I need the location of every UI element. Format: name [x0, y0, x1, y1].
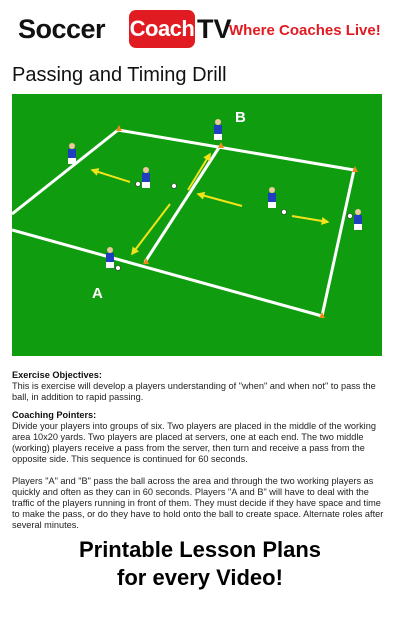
pointers-heading: Coaching Pointers:: [12, 410, 97, 420]
label-a: A: [92, 285, 103, 302]
player-icon: [68, 143, 76, 164]
tagline: Where Coaches Live!: [229, 22, 381, 39]
objectives-section: Exercise Objectives: This is exercise wi…: [12, 370, 388, 403]
cta-line-2: for every Video!: [117, 565, 283, 590]
player-icon: [142, 167, 150, 188]
player-icon: [214, 119, 222, 140]
cones: [116, 125, 358, 318]
brand-coach-badge: Coach: [129, 10, 195, 48]
grass: [12, 94, 382, 356]
pass-arrows: [90, 152, 330, 256]
site-header: Soccer Coach TV Where Coaches Live!: [0, 8, 400, 52]
player-icon: [268, 187, 276, 208]
balls: [115, 181, 353, 271]
field-svg: B A: [12, 94, 382, 356]
pointers-para-2: Players "A" and "B" pass the ball across…: [12, 476, 384, 530]
drill-diagram: B A: [12, 94, 382, 356]
objectives-heading: Exercise Objectives:: [12, 370, 102, 380]
objectives-text: This is exercise will develop a players …: [12, 381, 376, 402]
brand-soccer: Soccer: [18, 14, 106, 44]
brand-tv: TV: [197, 14, 232, 44]
players: [68, 119, 362, 268]
player-icon: [354, 209, 362, 230]
label-b: B: [235, 109, 246, 126]
cta-line-1: Printable Lesson Plans: [78, 537, 322, 562]
player-icon: [106, 247, 114, 268]
drill-title: Passing and Timing Drill: [12, 64, 227, 86]
field-lines: [12, 128, 356, 318]
cta-banner: Printable Lesson Plans for every Video!: [0, 536, 400, 592]
pointers-para-1: Divide your players into groups of six. …: [12, 421, 376, 464]
pointers-section: Coaching Pointers: Divide your players i…: [12, 410, 388, 531]
